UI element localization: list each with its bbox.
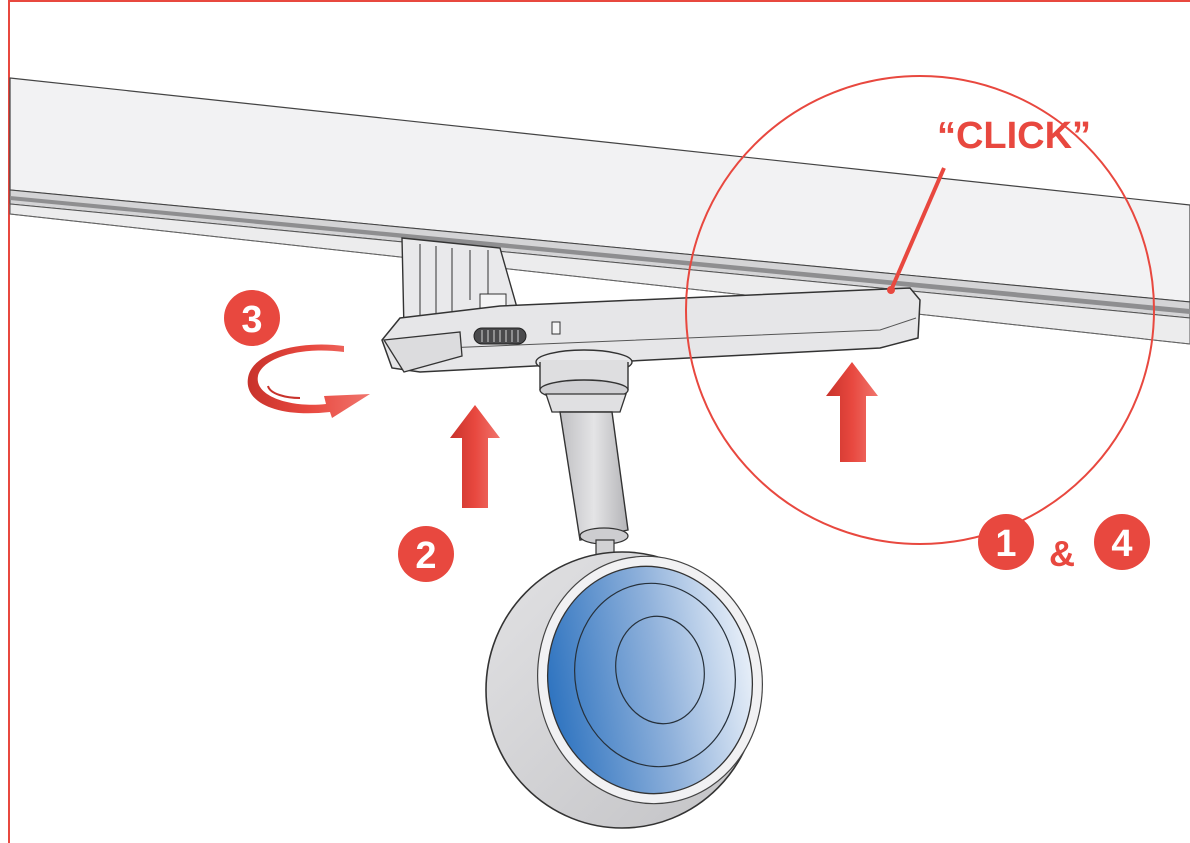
up-arrow-icon [826, 362, 878, 462]
step-number-3: 3 [241, 299, 262, 341]
step-number-1: 1 [995, 523, 1016, 565]
curved-rotate-arrow-icon [247, 344, 370, 418]
step-number-2: 2 [415, 535, 436, 577]
step-badge-1: 1 [978, 514, 1034, 570]
click-detail-callout: “CLICK” [685, 75, 1155, 545]
diagram-frame [8, 0, 1190, 843]
step-connector: & [1049, 533, 1075, 574]
callout-point [887, 286, 895, 294]
step-badge-3: 3 [224, 290, 280, 346]
step-badge-4: 4 [1094, 514, 1150, 570]
step-number-4: 4 [1111, 523, 1132, 565]
step-badge-2: 2 [398, 526, 454, 582]
callout-leader-line [890, 167, 946, 289]
spotlight-stem [545, 393, 629, 567]
up-arrow-icon [450, 405, 500, 508]
track-adapter [381, 237, 921, 401]
spotlight-head [485, 551, 763, 829]
click-label: “CLICK” [937, 115, 1091, 157]
